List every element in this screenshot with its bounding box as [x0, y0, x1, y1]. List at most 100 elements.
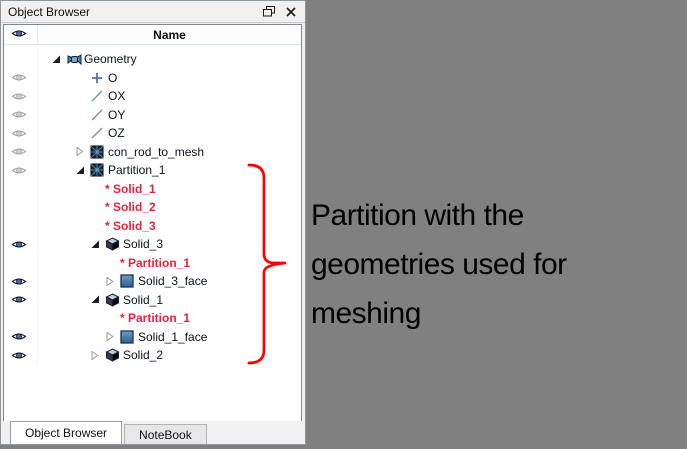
- expander-arrow[interactable]: [91, 295, 105, 304]
- tree-row[interactable]: * Partition_1: [4, 309, 301, 328]
- visibility-eye-cell[interactable]: [4, 179, 38, 198]
- tree-row[interactable]: Solid_1_face: [4, 327, 301, 346]
- visibility-eye-cell[interactable]: [4, 50, 38, 69]
- expander-open-icon: [91, 240, 99, 248]
- expander-closed-icon: [106, 332, 114, 342]
- expander-arrow[interactable]: [91, 350, 105, 360]
- float-panel-button[interactable]: [261, 4, 277, 20]
- geometry-module-icon: [67, 53, 82, 65]
- tree-item-label[interactable]: * Solid_2: [105, 200, 156, 215]
- close-panel-button[interactable]: [283, 4, 299, 20]
- tree-row[interactable]: * Partition_1: [4, 253, 301, 272]
- tree-item-label[interactable]: OX: [108, 89, 126, 104]
- expander-open-icon: [76, 166, 84, 174]
- tree-item-label[interactable]: Solid_1: [123, 292, 164, 307]
- tree-item-label[interactable]: OZ: [108, 126, 125, 141]
- tree-row[interactable]: Solid_3_face: [4, 272, 301, 291]
- line-icon: [90, 108, 108, 122]
- visibility-eye-cell[interactable]: [4, 105, 38, 124]
- line-icon: [90, 126, 108, 140]
- visibility-column-header[interactable]: [4, 25, 38, 44]
- visibility-eye-cell[interactable]: [4, 346, 38, 365]
- expander-arrow[interactable]: [76, 166, 90, 175]
- visibility-eye-cell[interactable]: [4, 68, 38, 87]
- expander-closed-icon: [76, 147, 84, 157]
- expander-arrow[interactable]: [91, 240, 105, 249]
- tree-row[interactable]: Solid_1: [4, 290, 301, 309]
- visibility-eye-cell[interactable]: [4, 327, 38, 346]
- tree-item-label[interactable]: Geometry: [84, 52, 137, 67]
- tab-object-browser[interactable]: Object Browser: [10, 421, 123, 444]
- expander-closed-icon: [91, 350, 99, 360]
- tree-row[interactable]: OZ: [4, 124, 301, 143]
- line-icon: [91, 90, 103, 102]
- tree-item-label[interactable]: con_rod_to_mesh: [108, 144, 205, 159]
- panel-titlebar[interactable]: Object Browser: [1, 1, 305, 23]
- tree-item-label[interactable]: * Solid_1: [105, 181, 156, 196]
- solid-cube-icon: [105, 293, 120, 307]
- tree-row[interactable]: Solid_2: [4, 346, 301, 365]
- annotation-line: meshing: [311, 297, 421, 330]
- visibility-eye-cell[interactable]: [4, 161, 38, 180]
- tree-row[interactable]: con_rod_to_mesh: [4, 142, 301, 161]
- tree-row[interactable]: Partition_1: [4, 161, 301, 180]
- tree-row[interactable]: Geometry: [4, 50, 301, 69]
- tree-item-label[interactable]: Solid_3_face: [138, 274, 208, 289]
- tree-item-label[interactable]: O: [108, 70, 118, 85]
- visibility-eye-cell[interactable]: [4, 272, 38, 291]
- visibility-eye-cell[interactable]: [4, 142, 38, 161]
- tree-item-label[interactable]: Solid_1_face: [138, 329, 208, 344]
- tree-row[interactable]: * Solid_1: [4, 179, 301, 198]
- partition-compound-icon: [90, 145, 104, 159]
- tree-rows: Geometry O OX OY OZ: [4, 45, 301, 365]
- visibility-eye-cell[interactable]: [4, 309, 38, 328]
- visibility-eye-cell[interactable]: [4, 216, 38, 235]
- expander-arrow[interactable]: [106, 276, 120, 286]
- tree-item-label[interactable]: Solid_3: [123, 237, 164, 252]
- eye-closed-icon: [11, 167, 27, 174]
- name-column-header[interactable]: Name: [153, 27, 186, 42]
- partition-compound-icon: [90, 163, 108, 177]
- expander-arrow[interactable]: [52, 55, 66, 64]
- line-icon: [91, 109, 103, 121]
- tree-item-label[interactable]: Solid_2: [123, 348, 164, 363]
- line-icon: [90, 89, 108, 103]
- solid-cube-icon: [105, 293, 123, 307]
- expander-arrow[interactable]: [106, 332, 120, 342]
- tree-row[interactable]: OX: [4, 87, 301, 106]
- eye-open-icon: [11, 278, 27, 285]
- expander-closed-icon: [106, 276, 114, 286]
- eye-open-icon: [11, 241, 27, 248]
- visibility-eye-cell[interactable]: [4, 290, 38, 309]
- tree-row[interactable]: OY: [4, 105, 301, 124]
- eye-closed-icon: [11, 74, 27, 81]
- tree-row[interactable]: * Solid_3: [4, 216, 301, 235]
- expander-arrow[interactable]: [76, 147, 90, 157]
- expander-open-icon: [91, 295, 99, 304]
- partition-compound-icon: [90, 145, 108, 159]
- visibility-eye-cell[interactable]: [4, 253, 38, 272]
- tree-item-label[interactable]: * Partition_1: [120, 255, 191, 270]
- tree-item-label[interactable]: OY: [108, 107, 126, 122]
- eye-closed-icon: [11, 130, 27, 137]
- object-browser-tree: Name Geometry O OX OY: [3, 24, 302, 422]
- eye-open-icon: [11, 333, 27, 340]
- point-icon: [92, 72, 102, 83]
- partition-compound-icon: [90, 163, 104, 177]
- solid-cube-icon: [105, 237, 120, 252]
- tree-row[interactable]: O: [4, 68, 301, 87]
- line-icon: [91, 127, 103, 139]
- eye-icon: [11, 26, 27, 44]
- tree-row[interactable]: * Solid_2: [4, 198, 301, 217]
- face-icon: [120, 330, 138, 344]
- tree-item-label[interactable]: * Partition_1: [120, 311, 191, 326]
- face-icon: [120, 274, 138, 288]
- visibility-eye-cell[interactable]: [4, 124, 38, 143]
- visibility-eye-cell[interactable]: [4, 198, 38, 217]
- tree-item-label[interactable]: Partition_1: [108, 163, 166, 178]
- tree-item-label[interactable]: * Solid_3: [105, 218, 156, 233]
- visibility-eye-cell[interactable]: [4, 235, 38, 254]
- tree-row[interactable]: Solid_3: [4, 235, 301, 254]
- tab-notebook[interactable]: NoteBook: [124, 424, 207, 444]
- visibility-eye-cell[interactable]: [4, 87, 38, 106]
